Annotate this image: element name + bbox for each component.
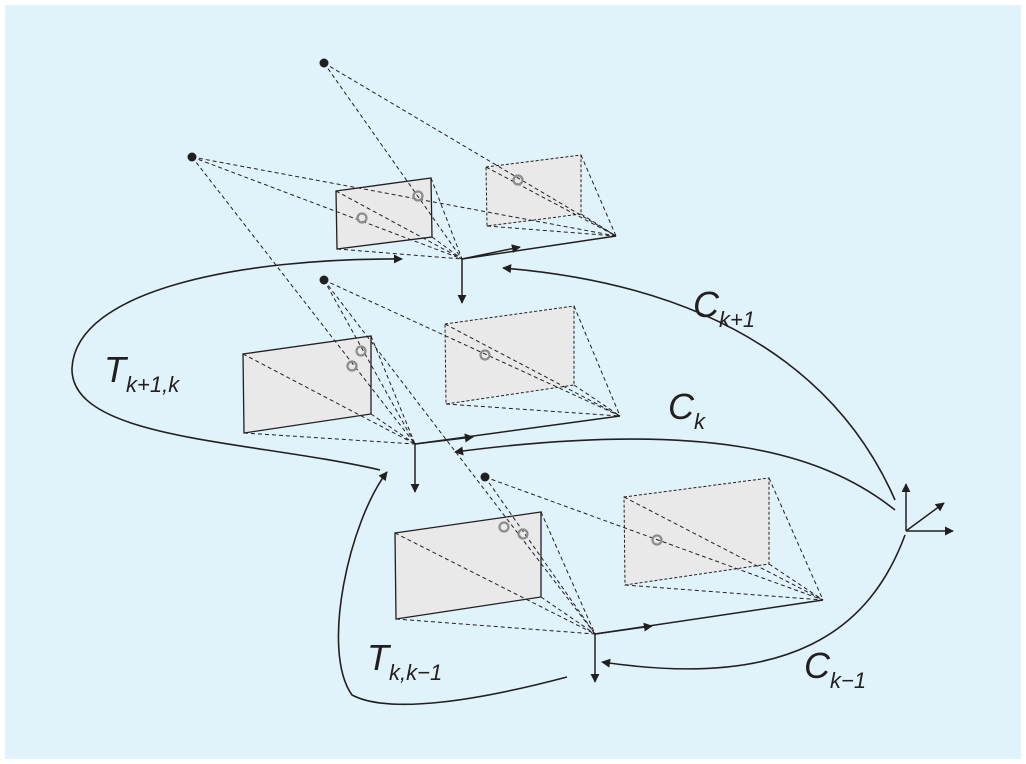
label-t-k-plus-1-k: Tk+1,k xyxy=(104,349,180,397)
camera-axes-k xyxy=(410,415,621,493)
landmark-point xyxy=(319,58,329,68)
keypoint xyxy=(479,349,491,361)
keypoint xyxy=(512,174,524,186)
pose-curve-c-k-plus-1 xyxy=(502,264,896,501)
keypoint xyxy=(355,345,367,357)
landmark-point xyxy=(187,152,197,162)
label-c-k-plus-1: Ck+1 xyxy=(693,284,755,332)
keypoint xyxy=(356,212,368,224)
label-c-k: Ck xyxy=(668,386,706,434)
image-keypoints xyxy=(346,174,663,546)
camera-frame-k-plus-1 xyxy=(191,62,617,304)
keypoint xyxy=(346,360,358,372)
camera-axes-k-plus-1 xyxy=(457,235,617,304)
pose-curve-c-k-minus-1 xyxy=(601,534,906,670)
label-c-k-minus-1: Ck−1 xyxy=(804,645,866,693)
camera-frame-k-minus-1 xyxy=(323,279,824,683)
keypoint xyxy=(517,528,529,540)
image-plane-k-plus-1-left xyxy=(335,177,433,250)
camera-frame-k xyxy=(191,156,621,493)
image-plane-k-plus-1-right xyxy=(485,154,582,227)
camera-axes-k-minus-1 xyxy=(590,599,824,683)
landmark-points xyxy=(187,58,490,482)
landmark-point xyxy=(480,472,490,482)
keypoint xyxy=(651,534,663,546)
transform-curve-t-k-k-minus-1 xyxy=(337,471,568,706)
keypoint xyxy=(498,521,510,533)
world-frame-axes xyxy=(901,483,954,536)
pose-curve-c-k xyxy=(454,438,896,511)
label-t-k-k-minus-1: Tk,k−1 xyxy=(367,637,442,685)
landmark-point xyxy=(319,275,329,285)
transform-curve-t-k-plus-1-k xyxy=(71,254,403,471)
keypoint xyxy=(412,190,424,202)
